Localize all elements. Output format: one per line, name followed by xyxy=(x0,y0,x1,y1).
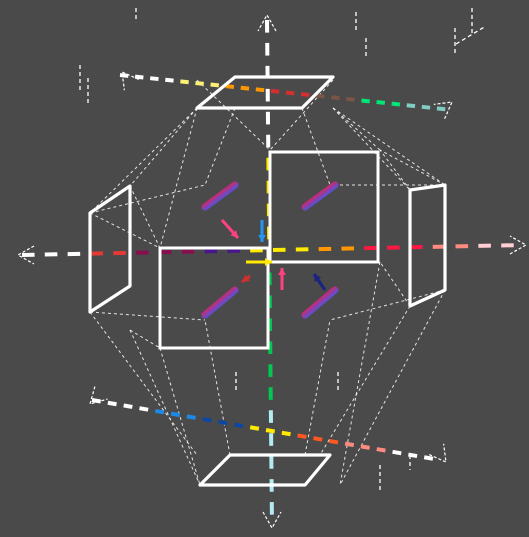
diagonal-axis-b-segment xyxy=(271,91,279,92)
diagonal-axis-a-segment xyxy=(108,403,117,405)
diagonal-axis-b-segment xyxy=(211,85,219,86)
diagonal-axis-a-segment xyxy=(345,444,354,446)
diagonal-axis-b-segment xyxy=(241,88,249,89)
diagonal-axis-b-segment xyxy=(256,89,264,90)
diagonal-axis-b-segment xyxy=(331,97,339,98)
diagonal-axis-b-segment xyxy=(180,81,188,82)
diagonal-axis-a-segment xyxy=(124,405,133,407)
diagonal-axis-b-segment xyxy=(437,108,445,109)
diagonal-axis-b-segment xyxy=(316,96,324,97)
diagonal-axis-b-segment xyxy=(392,104,400,105)
diagonal-axis-a-segment xyxy=(266,430,275,432)
diagonal-axis-b-segment xyxy=(301,94,309,95)
diagonal-axis-a-segment xyxy=(282,433,291,435)
diagonal-axis-b-segment xyxy=(135,77,143,78)
diagonal-axis-b-segment xyxy=(346,99,354,100)
diagonal-axis-b-segment xyxy=(226,86,234,87)
diagonal-axis-b-segment xyxy=(150,78,158,79)
diagonal-axis-b-segment xyxy=(361,100,369,101)
diagonal-axis-a-segment xyxy=(424,457,433,459)
diagonal-axis-a-segment xyxy=(377,449,386,451)
diagonal-axis-b-segment xyxy=(407,105,415,106)
diagonal-axis-a-segment xyxy=(171,414,180,416)
diagonal-axis-b-segment xyxy=(422,107,430,108)
diagonal-axis-b-segment xyxy=(377,102,385,103)
diagonal-axis-a-segment xyxy=(234,425,243,427)
diagonal-axis-a-segment xyxy=(313,438,322,440)
diagonal-axis-a-segment xyxy=(219,422,228,424)
diagonal-axis-a-segment xyxy=(298,435,307,437)
diagonal-axis-a-segment xyxy=(393,452,402,454)
diagonal-axis-a-segment xyxy=(187,416,196,418)
diagonal-axis-b-segment xyxy=(165,80,173,81)
diagonal-axis-a-segment xyxy=(250,427,259,429)
diagonal-axis-a-segment xyxy=(329,441,338,443)
diagonal-axis-a-segment xyxy=(203,419,212,421)
diagonal-axis-a-segment xyxy=(139,408,148,410)
diagonal-axis-b-segment xyxy=(195,83,203,84)
diagonal-axis-b-segment xyxy=(286,93,294,94)
diagonal-axis-a-segment xyxy=(155,411,164,413)
diagonal-axis-b-segment xyxy=(120,75,128,76)
diagonal-axis-a-segment xyxy=(361,446,370,448)
